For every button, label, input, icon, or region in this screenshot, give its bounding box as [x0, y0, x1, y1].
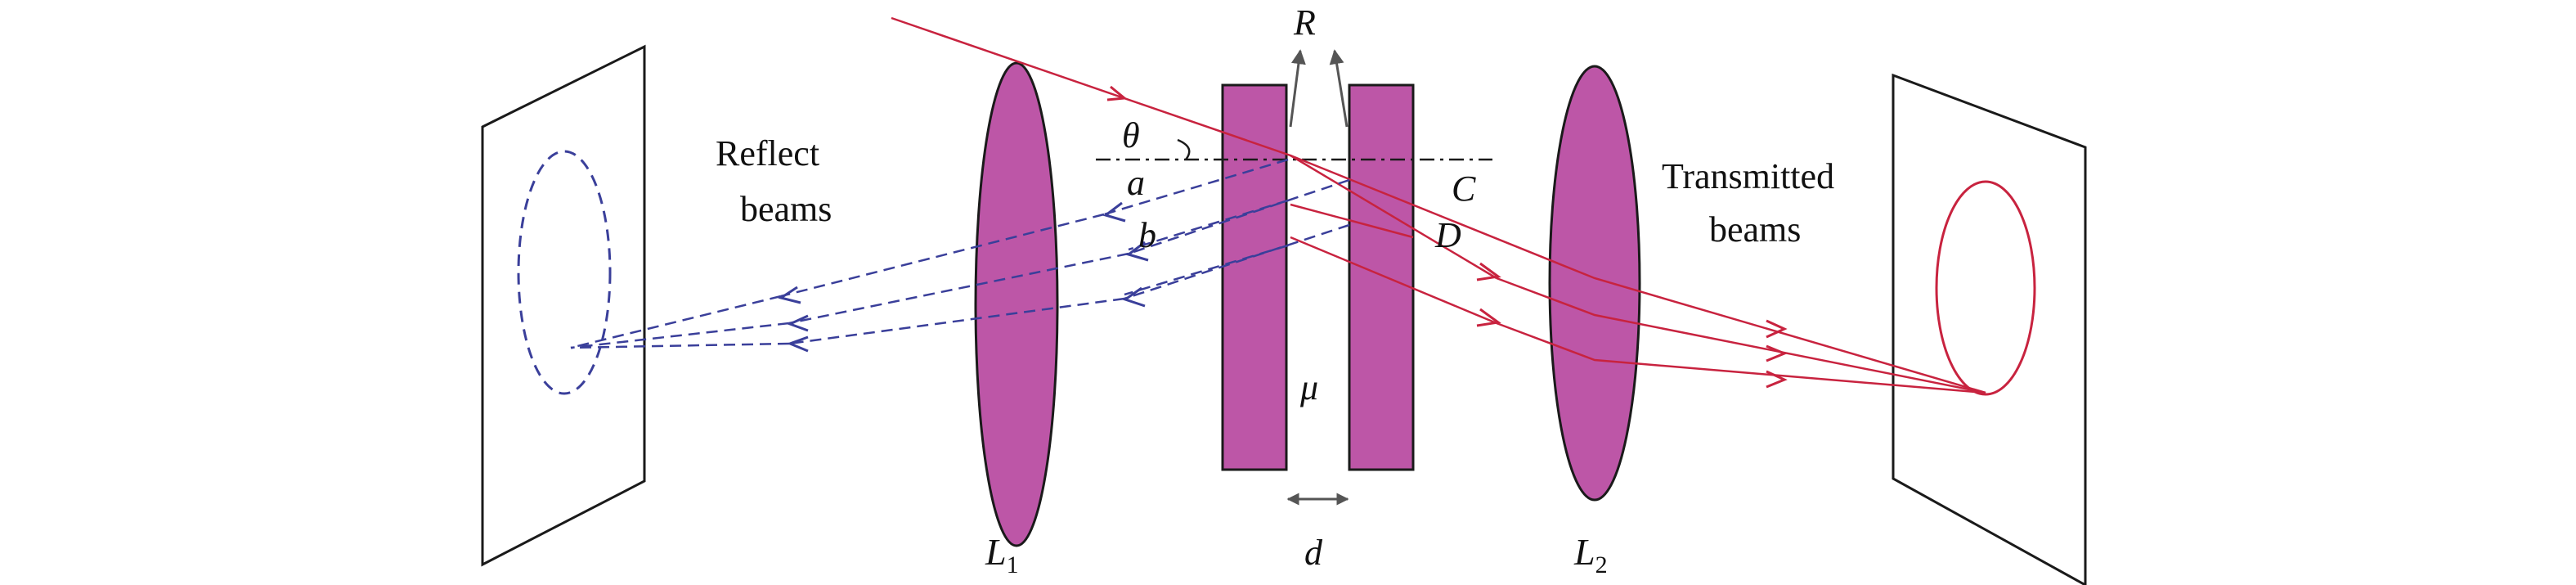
- transmitted-ray-d: [1290, 236, 1497, 325]
- label-mu: μ: [1299, 367, 1318, 407]
- label-l2: L2: [1573, 531, 1608, 578]
- transmitted-arrowheads: [1106, 85, 1788, 389]
- reflect-beams-label-line1: Reflect: [716, 133, 819, 173]
- transmitted-beams-label-line1: Transmitted: [1662, 156, 1834, 196]
- etalon-plate-left: [1221, 83, 1288, 471]
- reflected-arrowheads: [778, 201, 1149, 353]
- reflect-beams-label-line2: beams: [740, 189, 832, 229]
- transmitted-ray-lowest: [1496, 322, 1986, 394]
- etalon-plate-right: [1348, 83, 1415, 471]
- label-l1: L1: [985, 531, 1019, 578]
- reflected-ray-b: [1128, 178, 1350, 255]
- left-fringe-ring: [517, 150, 612, 395]
- label-theta: θ: [1122, 115, 1140, 155]
- reflected-rays: [570, 158, 1350, 349]
- left-screen: [481, 44, 646, 567]
- transmitted-rays: [891, 16, 1986, 394]
- r-arrow-right: [1329, 49, 1349, 128]
- label-l2-main: L: [1573, 531, 1595, 573]
- label-d-gap: d: [1304, 533, 1323, 573]
- theta-arc: [1177, 138, 1191, 160]
- lens-l1: [974, 61, 1059, 547]
- label-c: C: [1452, 169, 1476, 209]
- label-l1-main: L: [985, 531, 1007, 573]
- transmitted-ray-inner: [1290, 203, 1414, 239]
- right-screen: [1892, 73, 2087, 585]
- label-a: a: [1127, 163, 1145, 203]
- r-arrow-left: [1289, 49, 1306, 128]
- transmitted-ray-lower: [1496, 277, 1986, 394]
- label-b: b: [1138, 215, 1156, 255]
- label-l2-subscript: 2: [1595, 551, 1608, 578]
- transmitted-beams-label-line2: beams: [1709, 209, 1801, 250]
- reflected-ray-c: [1124, 223, 1350, 300]
- lens-l2: [1548, 65, 1641, 502]
- transmitted-ray-incident: [891, 16, 1986, 394]
- transmitted-ray-c: [1290, 154, 1497, 280]
- reflected-ray-a: [1103, 158, 1289, 216]
- label-l1-subscript: 1: [1007, 551, 1019, 578]
- label-d-point: D: [1434, 215, 1461, 255]
- right-fringe-ring: [1935, 180, 2036, 396]
- label-r: R: [1293, 2, 1316, 43]
